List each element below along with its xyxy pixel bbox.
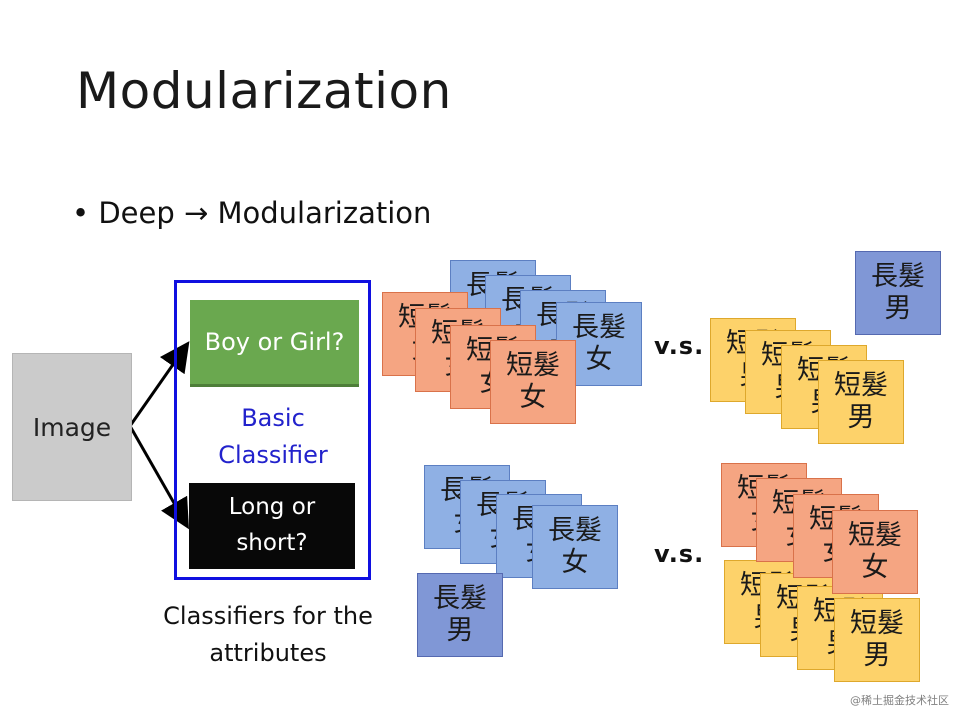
- watermark: @稀土掘金技术社区: [850, 694, 949, 707]
- vs-label-bottom: v.s.: [654, 540, 705, 568]
- card-long-hair-girl: 長髮女: [532, 505, 618, 589]
- caption-line1: Classifiers for the: [163, 602, 373, 630]
- long-or-short-classifier: Long or short?: [189, 483, 355, 569]
- slide-title: Modularization: [76, 62, 452, 120]
- basic-line2: Classifier: [218, 441, 328, 470]
- boy-or-girl-label: Boy or Girl?: [204, 328, 345, 356]
- card-short-hair-girl: 短髮女: [490, 340, 576, 424]
- basic-line1: Basic: [241, 404, 305, 432]
- vs-label-top: v.s.: [654, 332, 705, 360]
- card-short-hair-girl: 短髮女: [832, 510, 918, 594]
- caption-line2: attributes: [209, 639, 327, 668]
- long-short-line1: Long or: [228, 494, 316, 521]
- boy-or-girl-classifier: Boy or Girl?: [190, 300, 359, 387]
- bullet-point: • Deep → Modularization: [72, 196, 432, 230]
- card-short-hair-boy: 短髮男: [834, 598, 920, 682]
- card-short-hair-boy: 短髮男: [818, 360, 904, 444]
- image-box: Image: [12, 353, 132, 501]
- card-long-hair-boy: 長髮男: [417, 573, 503, 657]
- card-long-hair-boy: 長髮男: [855, 251, 941, 335]
- image-label: Image: [32, 412, 112, 442]
- basic-classifier-label: Basic Classifier: [190, 400, 356, 474]
- classifiers-caption: Classifiers for the attributes: [148, 598, 388, 672]
- long-short-line2: short?: [236, 530, 308, 556]
- classifier-frame: [174, 280, 371, 580]
